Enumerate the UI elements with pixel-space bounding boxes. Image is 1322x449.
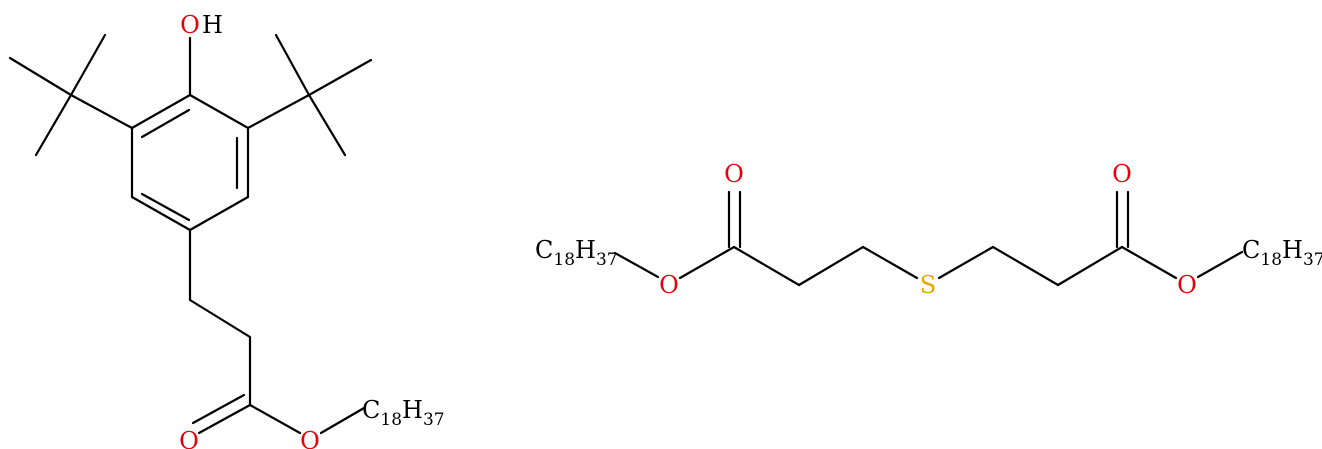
alkyl-c: C — [1242, 236, 1260, 264]
carbonyl-bond — [197, 403, 252, 435]
alkyl-h: H — [402, 396, 423, 424]
tbutyl-bond — [307, 58, 373, 97]
ring-bond — [188, 195, 250, 232]
right-carbonyl-oxygen: O — [1112, 160, 1132, 188]
molecule-phenol-propionate: O H O O C18H37 — [8, 11, 445, 449]
tbutyl-bond — [69, 93, 134, 130]
alkyl-c-subscript: 18 — [380, 410, 402, 430]
ring-bond — [188, 93, 250, 130]
tbutyl-bond — [69, 33, 107, 97]
chain-bond — [937, 245, 995, 280]
molecule-thiodipropionate: C18H37 O O S O O C18H37 — [535, 160, 1322, 299]
alkyl-h-subscript: 37 — [423, 410, 445, 430]
alkyl-c: C — [362, 396, 380, 424]
chain-bond — [732, 245, 801, 287]
alkyl-h: H — [1282, 236, 1303, 264]
alkyl-c: C — [535, 236, 553, 264]
ester-bond — [1120, 245, 1178, 280]
ring-double-bond — [140, 192, 191, 222]
left-alkyl-chain-label: C18H37 — [535, 236, 618, 270]
ester-chain-bond — [1196, 250, 1244, 279]
chain-bond — [1056, 245, 1124, 287]
chain-bond — [188, 298, 252, 339]
chain-bond — [991, 245, 1060, 287]
left-ester-oxygen: O — [659, 271, 679, 299]
right-alkyl-chain-label: C18H37 — [1242, 236, 1322, 270]
ester-bond — [248, 403, 302, 435]
benzene-ring — [130, 93, 250, 232]
tert-butyl-left — [8, 33, 134, 157]
ester-oxygen: O — [300, 427, 320, 449]
tbutyl-bond — [307, 93, 347, 157]
ester-chain-bond — [319, 406, 366, 435]
ring-bond — [130, 93, 192, 130]
hydroxyl-hydrogen: H — [202, 11, 223, 39]
sulfur-atom: S — [920, 271, 936, 299]
ester-chain-bond — [613, 251, 660, 279]
alkyl-c-subscript: 18 — [553, 250, 575, 270]
left-carbonyl-oxygen: O — [724, 160, 744, 188]
right-ester-oxygen: O — [1177, 271, 1197, 299]
carbonyl-double-bond — [191, 393, 246, 425]
tbutyl-bond — [34, 93, 73, 157]
tert-butyl-right — [246, 33, 373, 157]
tbutyl-bond — [8, 56, 73, 97]
alkyl-h: H — [575, 236, 596, 264]
alkyl-h-subscript: 37 — [1303, 250, 1322, 270]
carbonyl-oxygen: O — [179, 427, 199, 449]
ring-double-bond — [140, 108, 191, 139]
tbutyl-bond — [246, 93, 311, 130]
tbutyl-bond — [274, 33, 311, 97]
chain-bond — [797, 245, 865, 287]
alkyl-c-subscript: 18 — [1260, 250, 1282, 270]
hydroxyl-oxygen: O — [180, 11, 200, 39]
ester-bond — [678, 245, 736, 280]
alkyl-chain-label: C18H37 — [362, 396, 445, 430]
ring-bond — [130, 195, 192, 232]
alkyl-h-subscript: 37 — [596, 250, 618, 270]
chain-bond — [861, 245, 919, 280]
